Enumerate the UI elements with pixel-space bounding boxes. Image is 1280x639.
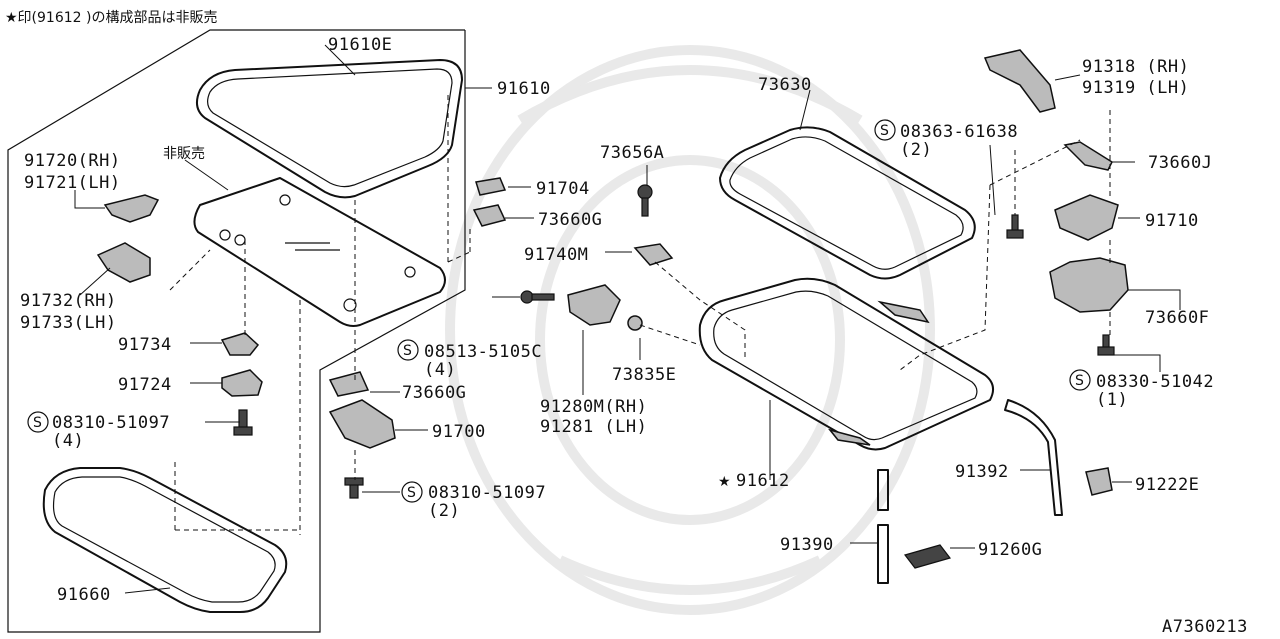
clip-91222E[interactable] [1085, 467, 1113, 496]
motor-91280M[interactable] [567, 284, 621, 326]
star-symbol: ★ [718, 474, 731, 490]
qty-08310-51097-a: (4) [52, 431, 84, 451]
cover-73660F[interactable] [1049, 257, 1129, 313]
frame-91612[interactable] [698, 277, 995, 451]
label-91390: 91390 [780, 535, 834, 555]
not-sold-label: 非販売 [163, 146, 205, 162]
label-73660G-b: 73660G [402, 383, 466, 403]
bracket-91724[interactable] [221, 369, 263, 397]
label-91700: 91700 [432, 422, 486, 442]
label-91740M: 91740M [524, 245, 588, 265]
label-91612: 91612 [736, 471, 790, 491]
diagram-code: A7360213 [1162, 617, 1248, 637]
label-91318: 91318 (RH) [1082, 57, 1189, 77]
watermark-emblem [445, 45, 935, 615]
label-91724: 91724 [118, 375, 172, 395]
label-91281: 91281 (LH) [540, 417, 647, 437]
label-91734: 91734 [118, 335, 172, 355]
bracket-73660G-a[interactable] [472, 204, 507, 227]
svg-text:S: S [403, 343, 412, 359]
hose-91392[interactable] [1004, 399, 1063, 516]
label-91704: 91704 [536, 179, 590, 199]
screw-symbol-b: S [397, 339, 419, 361]
qty-08310-51097-b: (2) [428, 501, 460, 521]
label-91710: 91710 [1145, 211, 1199, 231]
group-boundary [7, 29, 466, 633]
clip-91740M[interactable] [633, 243, 674, 266]
screw-08330[interactable] [1097, 334, 1115, 356]
header-note: ★印(91612 )の構成部品は非販売 [5, 10, 217, 26]
bracket-91732[interactable] [96, 242, 151, 283]
label-08330-51042: 08330-51042 [1096, 372, 1214, 392]
screw-08513[interactable] [520, 290, 555, 304]
screw-symbol-d: S [874, 119, 896, 141]
qty-08330-51042: (1) [1096, 390, 1128, 410]
label-91610E: 91610E [328, 35, 392, 55]
glass-seal-91610E[interactable] [195, 59, 463, 199]
label-91721: 91721(LH) [24, 173, 121, 193]
seal-91660[interactable] [42, 467, 288, 613]
hose-91390-lower[interactable] [877, 524, 889, 584]
pad-91704[interactable] [475, 177, 507, 196]
svg-text:S: S [407, 485, 416, 501]
screw-symbol-a: S [27, 411, 49, 433]
qty-08363-61638: (2) [900, 140, 932, 160]
hose-91390-upper[interactable] [877, 469, 889, 511]
bracket-91318[interactable] [983, 49, 1056, 113]
label-08363-61638: 08363-61638 [900, 122, 1018, 142]
svg-text:S: S [1075, 373, 1084, 389]
bracket-73660G-b[interactable] [328, 371, 370, 397]
screw-symbol-c: S [401, 481, 423, 503]
label-73630: 73630 [758, 75, 812, 95]
label-73660F: 73660F [1145, 308, 1209, 328]
bracket-91734[interactable] [220, 332, 260, 356]
qty-08513-5105C: (4) [424, 360, 456, 380]
assembly-lines [169, 95, 1111, 535]
pad-91260G[interactable] [903, 544, 952, 569]
screw-08363[interactable] [1006, 214, 1024, 239]
screw-08310-b[interactable] [344, 477, 364, 499]
label-91260G: 91260G [978, 540, 1042, 560]
screw-symbol-e: S [1069, 369, 1091, 391]
label-73656A: 73656A [600, 143, 664, 163]
label-91280M: 91280M(RH) [540, 397, 647, 417]
clip-73835E[interactable] [627, 315, 643, 331]
label-91319: 91319 (LH) [1082, 78, 1189, 98]
label-91733: 91733(LH) [20, 313, 117, 333]
hinge-91710[interactable] [1054, 194, 1119, 241]
label-08310-51097-b: 08310-51097 [428, 483, 546, 503]
seal-73630[interactable] [719, 126, 976, 280]
screw-08310-a[interactable] [233, 409, 253, 436]
label-73660G-a: 73660G [538, 210, 602, 230]
label-91222E: 91222E [1135, 475, 1199, 495]
label-91660: 91660 [57, 585, 111, 605]
label-73835E: 73835E [612, 365, 676, 385]
label-08513-5105C: 08513-5105C [424, 342, 542, 362]
label-91392: 91392 [955, 462, 1009, 482]
glass-panel[interactable] [193, 177, 446, 327]
leader-lines [74, 44, 1181, 594]
svg-text:S: S [880, 123, 889, 139]
label-08310-51097-a: 08310-51097 [52, 413, 170, 433]
bracket-73660J[interactable] [1063, 141, 1113, 171]
bracket-91720[interactable] [103, 194, 160, 223]
label-91732: 91732(RH) [20, 291, 117, 311]
svg-text:S: S [33, 415, 42, 431]
label-73660J: 73660J [1148, 153, 1212, 173]
label-91610: 91610 [497, 79, 551, 99]
guide-91700[interactable] [328, 399, 396, 449]
screw-73656A[interactable] [637, 184, 653, 217]
label-91720: 91720(RH) [24, 151, 121, 171]
